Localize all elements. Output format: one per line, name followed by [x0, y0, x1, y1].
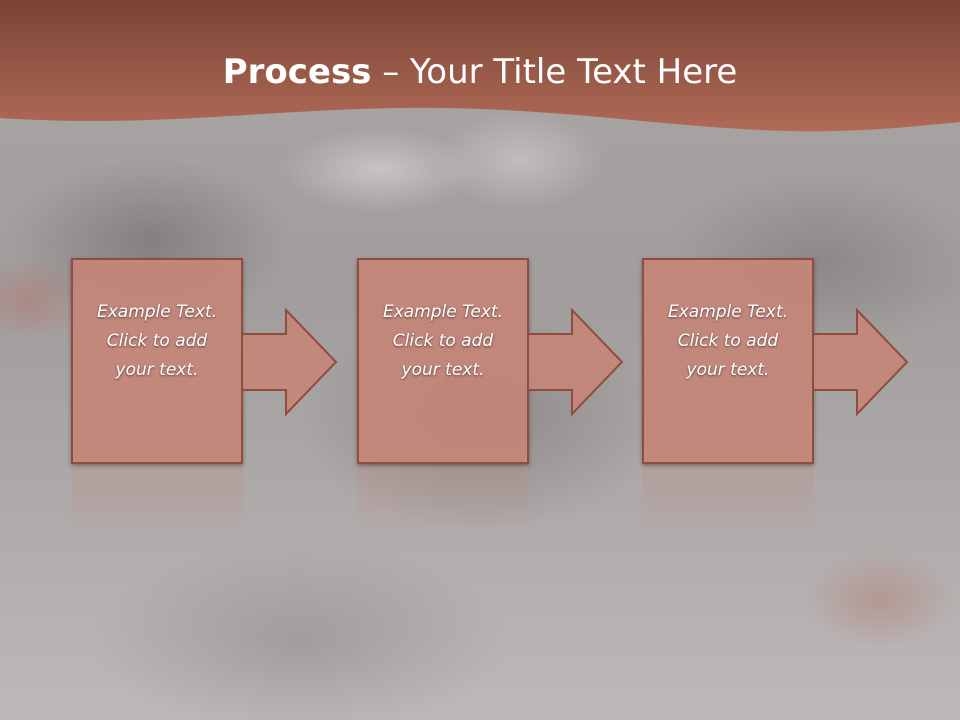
step-box-1[interactable]: Example Text. Click to add your text.: [71, 258, 243, 464]
title-banner-shape: [0, 0, 960, 132]
title-banner: [0, 0, 960, 150]
arrow-shape-2: [528, 308, 624, 416]
step-text-3: Example Text. Click to add your text.: [667, 301, 789, 380]
slide-title[interactable]: Process – Your Title Text Here: [0, 52, 960, 92]
step-reflection-2: [357, 466, 529, 536]
step-reflection-1: [71, 466, 243, 536]
title-bold: Process: [222, 52, 372, 92]
arrow-shape-3: [813, 308, 909, 416]
step-reflection-3: [642, 466, 814, 536]
step-text-1: Example Text. Click to add your text.: [96, 301, 218, 380]
title-rest: – Your Title Text Here: [371, 52, 738, 92]
arrow-shape-1: [242, 308, 338, 416]
step-text-2: Example Text. Click to add your text.: [382, 301, 504, 380]
step-box-3[interactable]: Example Text. Click to add your text.: [642, 258, 814, 464]
step-box-2[interactable]: Example Text. Click to add your text.: [357, 258, 529, 464]
